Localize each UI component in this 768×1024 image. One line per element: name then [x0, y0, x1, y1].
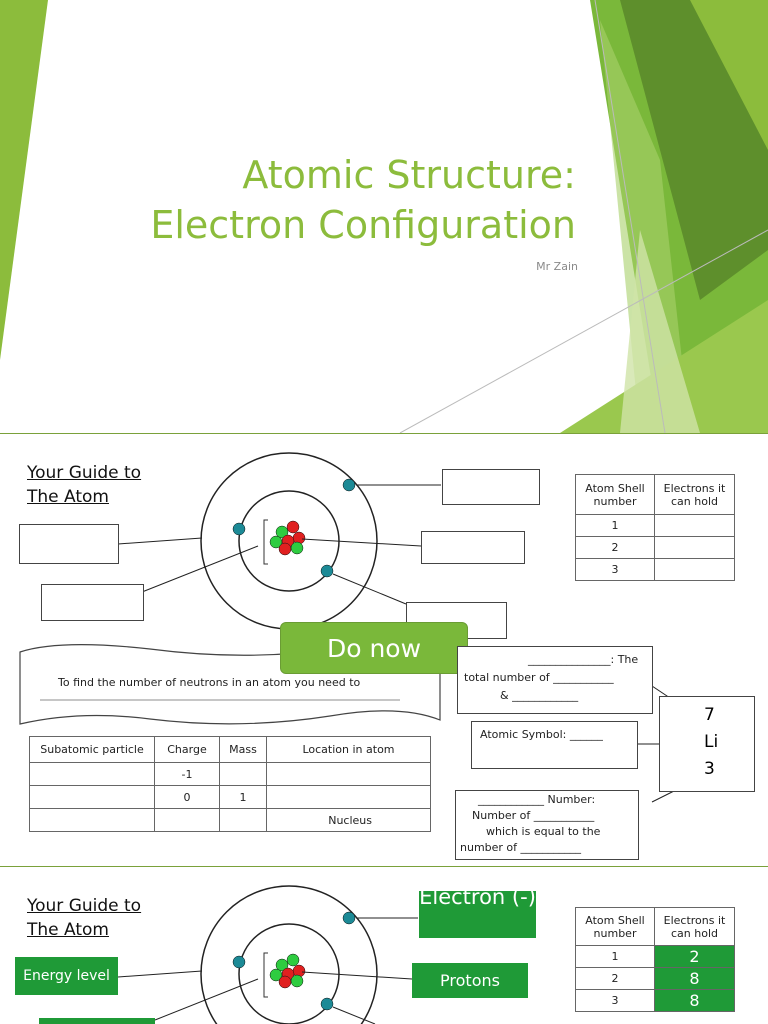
- shell-header-electrons: Electrons it can hold: [654, 907, 735, 946]
- lithium-symbol: Li: [704, 732, 719, 752]
- shell-row-number: 2: [575, 536, 655, 559]
- particle-cell[interactable]: [266, 785, 431, 809]
- shell-row-number: 3: [575, 989, 655, 1012]
- shell-capacity-table: Atom Shell number Electrons it can hold …: [575, 474, 735, 581]
- particle-cell[interactable]: [266, 762, 431, 786]
- shell-row-capacity: 8: [654, 967, 735, 990]
- title-slide-decoration: [0, 0, 768, 433]
- answers-heading-line-1: Your Guide to: [27, 896, 142, 916]
- mass-number-box: _______________: The total number of ___…: [457, 646, 653, 714]
- answer-box-energy-level[interactable]: [19, 524, 119, 564]
- particle-cell: -1: [154, 762, 220, 786]
- worksheet-heading-line-1: Your Guide to: [27, 463, 142, 483]
- particle-cell: Nucleus: [266, 808, 431, 832]
- particle-header: Mass: [219, 736, 267, 763]
- lithium-atomic-number: 3: [704, 759, 715, 779]
- shell-row-number: 3: [575, 558, 655, 581]
- answers-slide: Your Guide to The Atom Electron (-) Ener…: [0, 867, 768, 1024]
- neutron-prompt: To find the number of neutrons in an ato…: [58, 676, 361, 689]
- answer-box-nucleus[interactable]: [41, 584, 144, 621]
- answers-heading-line-2: The Atom: [27, 920, 109, 940]
- shell-header-electrons: Electrons it can hold: [654, 474, 735, 515]
- nucleus-icon: [269, 953, 306, 989]
- answer-protons: Protons: [412, 963, 528, 998]
- mass-box-line-3: & ____________: [500, 689, 579, 702]
- slide-divider: [0, 433, 768, 434]
- lithium-mass-number: 7: [704, 705, 715, 725]
- atomic-symbol-box: Atomic Symbol: ______: [471, 721, 638, 769]
- shell-row-capacity[interactable]: [654, 536, 735, 559]
- particle-cell[interactable]: [29, 785, 155, 809]
- nucleus-icon: [269, 520, 306, 556]
- shell-header-shell: Atom Shell number: [575, 474, 655, 515]
- atomic-box-line-1: ____________ Number:: [478, 793, 596, 806]
- answer-box-electron[interactable]: [442, 469, 540, 505]
- atomic-symbol-label: Atomic Symbol: ______: [480, 728, 603, 741]
- particle-cell[interactable]: [219, 808, 267, 832]
- title-line-2: Electron Configuration: [150, 203, 576, 247]
- shell-row-capacity[interactable]: [654, 514, 735, 537]
- answer-electron: Electron (-): [419, 891, 536, 938]
- author-name: Mr Zain: [536, 260, 578, 273]
- shell-row-number: 1: [575, 945, 655, 968]
- do-now-button[interactable]: Do now: [280, 622, 468, 674]
- title-slide: Atomic Structure: Electron Configuration…: [0, 0, 768, 433]
- particle-cell[interactable]: [29, 762, 155, 786]
- atomic-box-line-3: which is equal to the: [486, 825, 601, 838]
- mass-box-line-2: total number of ___________: [464, 671, 614, 684]
- answer-nucleus-partial: [39, 1018, 155, 1024]
- particle-cell: 0: [154, 785, 220, 809]
- answer-electron-text: Electron (-): [419, 891, 536, 909]
- particle-cell[interactable]: [29, 808, 155, 832]
- worksheet-heading-line-2: The Atom: [27, 487, 109, 507]
- shell-row-capacity: 8: [654, 989, 735, 1012]
- subatomic-particle-table: Subatomic particle Charge Mass Location …: [29, 736, 431, 832]
- title-line-1: Atomic Structure:: [242, 153, 576, 197]
- particle-cell[interactable]: [154, 808, 220, 832]
- mass-box-line-1: _______________: The: [528, 653, 639, 666]
- atomic-box-line-4: number of ___________: [460, 841, 582, 854]
- particle-cell: 1: [219, 785, 267, 809]
- lithium-card: 7 Li 3: [659, 696, 755, 792]
- particle-cell[interactable]: [219, 762, 267, 786]
- shell-header-shell: Atom Shell number: [575, 907, 655, 946]
- answer-energy-level: Energy level: [15, 957, 118, 995]
- shell-row-capacity: 2: [654, 945, 735, 968]
- worksheet-slide: Your Guide to The Atom Do no: [0, 434, 768, 866]
- shell-row-number: 2: [575, 967, 655, 990]
- shell-row-capacity[interactable]: [654, 558, 735, 581]
- particle-header: Subatomic particle: [29, 736, 155, 763]
- particle-header: Location in atom: [266, 736, 431, 763]
- particle-header: Charge: [154, 736, 220, 763]
- slide-divider: [0, 866, 768, 867]
- slide-title: Atomic Structure: Electron Configuration: [150, 150, 576, 250]
- shell-capacity-table-answers: Atom Shell number Electrons it can hold …: [575, 907, 735, 1012]
- shell-row-number: 1: [575, 514, 655, 537]
- answer-box-protons[interactable]: [421, 531, 525, 564]
- atom-diagram-answers: [117, 885, 418, 1024]
- atomic-number-box: ____________ Number: Number of _________…: [455, 790, 639, 860]
- atomic-box-line-2: Number of ___________: [472, 809, 595, 822]
